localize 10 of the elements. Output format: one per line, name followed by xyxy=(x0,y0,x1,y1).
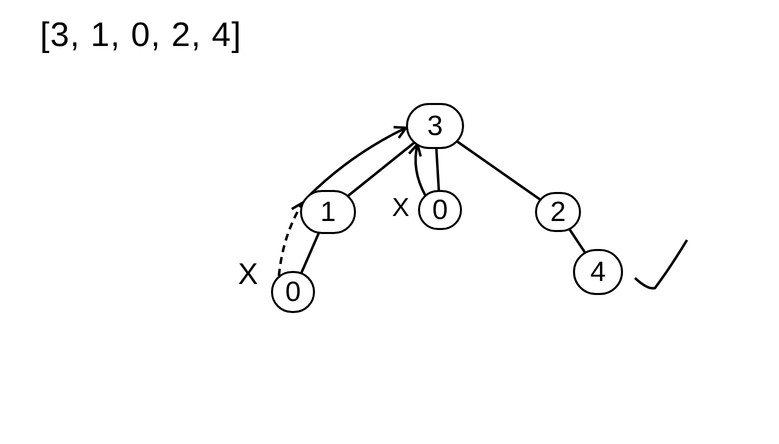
traversal-arrow xyxy=(408,143,426,196)
cross-mark: X xyxy=(392,194,410,220)
array-text: [3, 1, 0, 2, 4] xyxy=(40,18,242,52)
tree-edge xyxy=(300,232,320,274)
tree-edge xyxy=(346,141,416,198)
cross-mark: X xyxy=(238,260,258,290)
traversal-arrow xyxy=(278,202,304,276)
tree-edge xyxy=(568,228,586,254)
tree-edge xyxy=(435,148,440,190)
tree-edge xyxy=(456,140,541,200)
